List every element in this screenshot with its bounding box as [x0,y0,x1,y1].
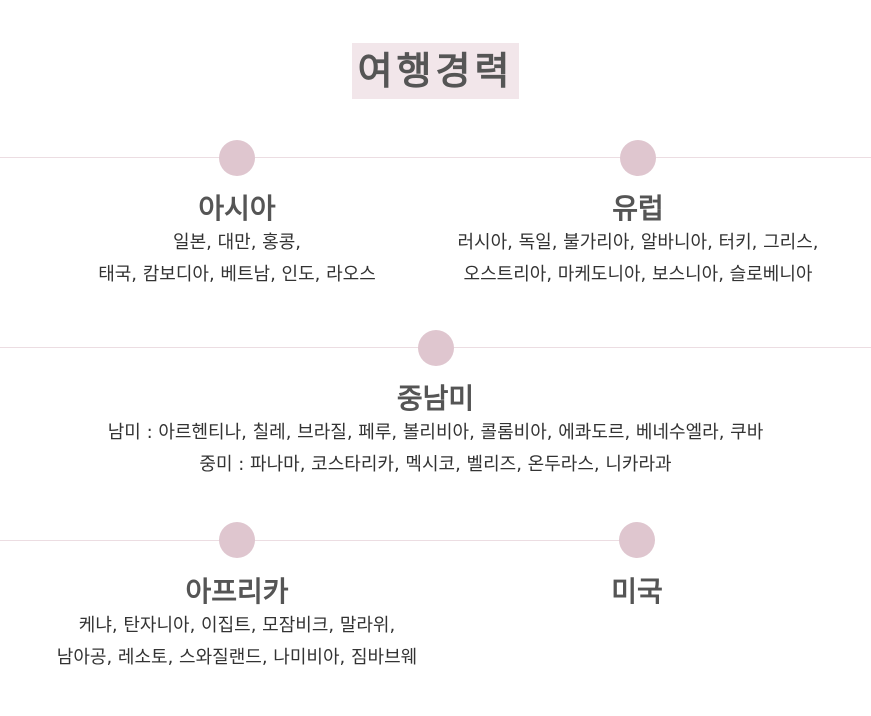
region-heading-africa: 아프리카 [185,575,289,608]
region-heading-europe: 유럽 [612,192,664,225]
region-latin-america: 중남미 남미 : 아르헨티나, 칠레, 브라질, 페루, 볼리비아, 콜롬비아,… [0,381,871,481]
region-africa: 아프리카 케냐, 탄자니아, 이집트, 모잠비크, 말라위, 남아공, 레소토,… [17,574,457,674]
region-usa: 미국 [537,574,737,610]
region-heading-usa: 미국 [611,575,663,608]
region-heading-asia: 아시아 [198,192,276,225]
region-line-africa-1: 케냐, 탄자니아, 이집트, 모잠비크, 말라위, [78,615,396,636]
timeline-dot-asia [219,140,255,176]
region-asia: 아시아 일본, 대만, 홍콩, 태국, 캄보디아, 베트남, 인도, 라오스 [37,191,437,291]
timeline-dot-europe [620,140,656,176]
timeline-dot-latin-america [418,330,454,366]
region-europe: 유럽 러시아, 독일, 불가리아, 알바니아, 터키, 그리스, 오스트리아, … [418,191,858,291]
page-title: 여행경력 [351,43,520,99]
region-line-asia-2: 태국, 캄보디아, 베트남, 인도, 라오스 [98,264,376,285]
region-line-africa-2: 남아공, 레소토, 스와질랜드, 나미비아, 짐바브웨 [56,647,418,668]
region-line-asia-1: 일본, 대만, 홍콩, [173,232,301,253]
region-line-europe-1: 러시아, 독일, 불가리아, 알바니아, 터키, 그리스, [457,232,819,253]
region-line-latin-america-2: 중미 : 파나마, 코스타리카, 멕시코, 벨리즈, 온두라스, 니카라과 [199,454,672,475]
timeline-dot-africa [219,522,255,558]
region-line-latin-america-1: 남미 : 아르헨티나, 칠레, 브라질, 페루, 볼리비아, 콜롬비아, 에콰도… [107,422,764,443]
divider-line-1 [0,157,871,158]
divider-line-3 [0,540,655,541]
title-wrap: 여행경력 [0,43,871,99]
timeline-dot-usa [619,522,655,558]
region-heading-latin-america: 중남미 [396,382,475,415]
region-line-europe-2: 오스트리아, 마케도니아, 보스니아, 슬로베니아 [463,264,813,285]
